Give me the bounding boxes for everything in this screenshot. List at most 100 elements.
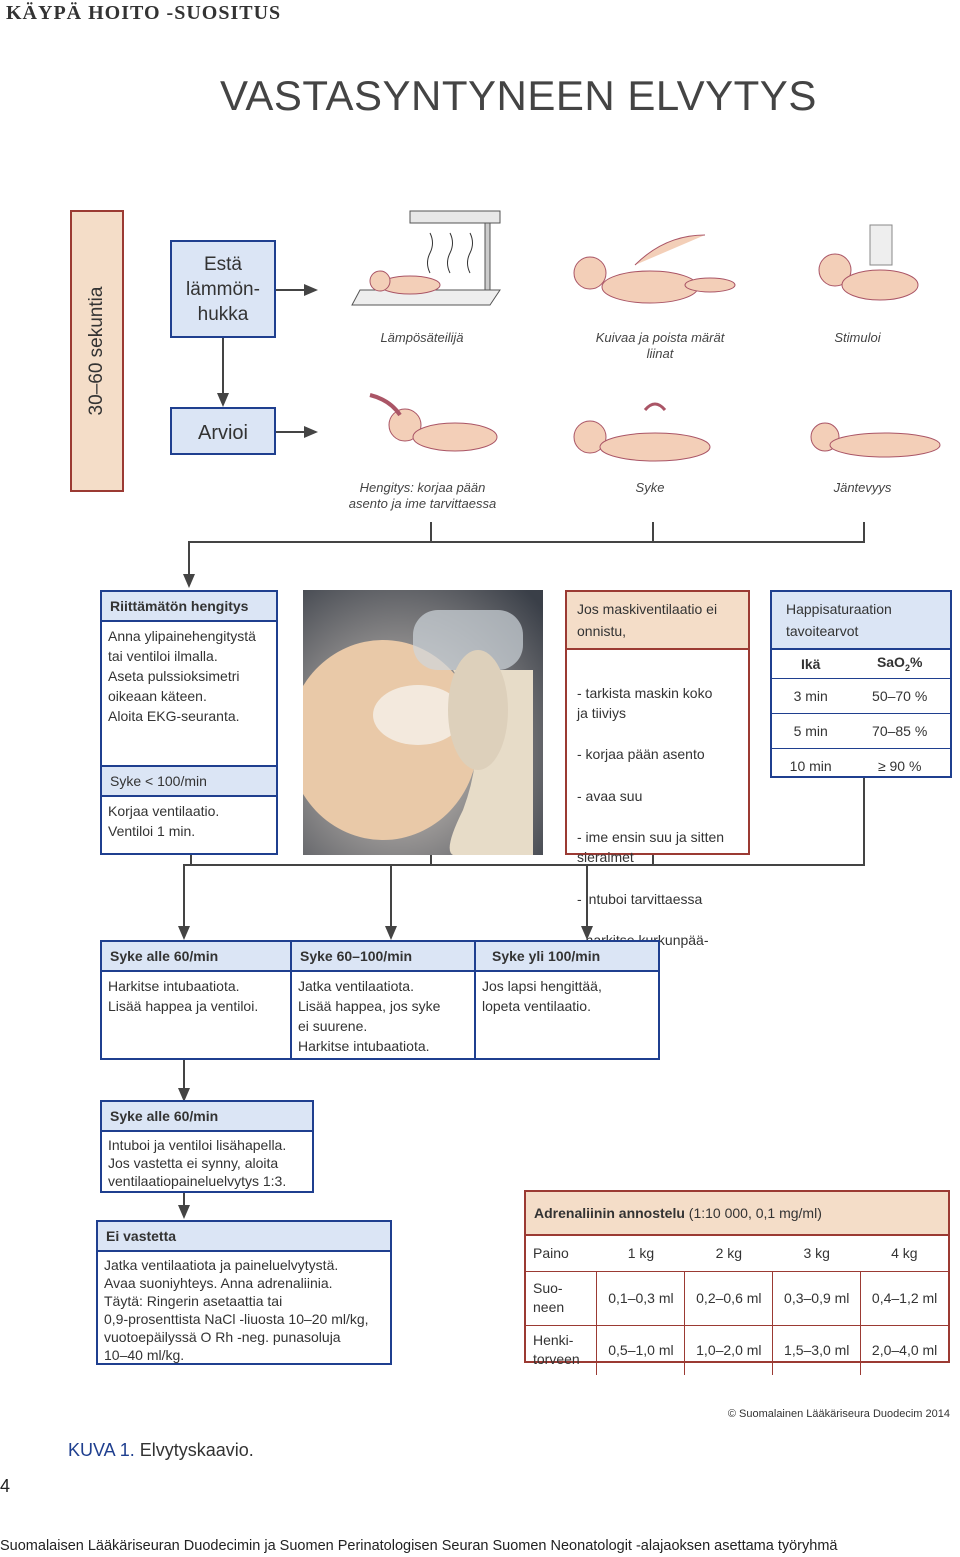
saturation-grid: Ikä SaO2% 3 min 50–70 % 5 min 70–85 % 10… [772, 650, 950, 783]
caption-warmer: Lämpösäteilijä [380, 330, 464, 345]
adrenaline-title: Adrenaliinin annostelu (1:10 000, 0,1 mg… [526, 1192, 948, 1234]
insufficient-breathing-text: Anna ylipainehengitystä tai ventiloi ilm… [108, 628, 256, 724]
time-bar: 30–60 sekuntia [70, 210, 124, 492]
hr-below-60-title: Syke alle 60/min [102, 942, 290, 972]
caption-heart-rate: Syke [635, 480, 665, 495]
stimulate-illustration [818, 224, 919, 301]
connector-line [390, 864, 392, 929]
prevent-heat-loss-box: Estä lämmön-hukka [170, 240, 276, 338]
hr-60-100-box: Syke 60–100/min Jatka ventilaatiota. Lis… [290, 940, 476, 1060]
hr-below-60-box: Syke alle 60/min Harkitse intubaatiota. … [100, 940, 292, 1060]
insufficient-breathing-box: Riittämätön hengitys Anna ylipainehengit… [100, 590, 278, 855]
column-header: Paino [533, 1245, 569, 1262]
column-header: 3 kg [803, 1245, 830, 1262]
caption-tone: Jäntevyys [833, 480, 892, 495]
hr-above-100-title: Syke yli 100/min [476, 942, 658, 972]
table-cell: 2,0–4,0 ml [860, 1325, 948, 1375]
caption-breathing: Hengitys: korjaa pään asento ja ime tarv… [348, 480, 497, 511]
column-header: 2 kg [715, 1245, 743, 1262]
no-response-text: Jatka ventilaatiota ja painelu­elvytystä… [104, 1257, 369, 1363]
table-cell: 1,5–3,0 ml [772, 1325, 861, 1375]
arrow-right-icon [304, 426, 318, 438]
table-cell: Henki- torveen [533, 1332, 580, 1368]
table-cell: 0,1–0,3 ml [596, 1271, 685, 1325]
bracket-line [652, 522, 654, 542]
arrow-down-icon [178, 926, 190, 940]
oxygen-saturation-table: Happisaturaation tavoitearvot Ikä SaO2% … [770, 590, 952, 778]
insufficient-breathing-title: Riittämätön hengitys [102, 592, 276, 622]
table-row: 3 min 50–70 % [772, 678, 950, 713]
hr-60-100-title: Syke 60–100/min [292, 942, 474, 972]
caption-stimulate: Stimuloi [834, 330, 881, 345]
table-cell: 3 min [793, 687, 828, 704]
brand-title: KÄYPÄ HOITO -SUOSITUS [6, 2, 282, 24]
bracket-line [190, 855, 192, 865]
connector-line [222, 338, 224, 394]
time-label: 30–60 sekuntia [86, 286, 107, 416]
drying-illustration [573, 234, 736, 304]
table-cell: 0,5–1,0 ml [596, 1325, 685, 1375]
bracket-line [430, 855, 432, 865]
connector-line [183, 864, 185, 929]
figure-caption-text: Elvytyskaavio. [139, 1440, 254, 1460]
column-header: 1 kg [627, 1245, 655, 1262]
hr-above-100-box: Syke yli 100/min Jos lapsi hengittää, lo… [474, 940, 660, 1060]
tone-illustration [810, 422, 941, 458]
table-cell: 0,4–1,2 ml [860, 1271, 948, 1325]
mask-ventilation-title: Jos maskiventilaatio ei onnistu, [567, 592, 748, 650]
connector-line [586, 864, 588, 929]
table-row: 5 min 70–85 % [772, 713, 950, 748]
no-response-title: Ei vastetta [98, 1222, 390, 1252]
oxygen-saturation-title: Happisaturaation tavoitearvot [772, 592, 950, 650]
adrenaline-title-bold: Adrenaliinin annostelu [534, 1205, 685, 1221]
column-header-sao2: SaO2% [876, 654, 923, 674]
connector-line [183, 1193, 185, 1207]
arrow-down-icon [178, 1088, 190, 1102]
table-cell: Suo- neen [533, 1280, 565, 1315]
bracket-line [430, 522, 432, 542]
table-cell: ≥ 90 % [877, 757, 922, 774]
connector-line [276, 289, 306, 291]
list-item: - ime ensin suu ja sitten sieraimet [577, 828, 725, 866]
hr-60-100-text: Jatka ventilaatiota. Lisää happea, jos s… [298, 978, 441, 1054]
connector-line [276, 431, 306, 433]
hr-under-60-intubate-title: Syke alle 60/min [102, 1102, 312, 1132]
figure-caption: KUVA 1. Elvytyskaavio. [68, 1440, 254, 1461]
mask-ventilation-photo [303, 590, 543, 855]
connector-line [183, 1060, 185, 1090]
hr-below-60-text: Harkitse intubaatiota. Lisää happea ja v… [108, 978, 259, 1014]
list-item: - korjaa pään asento [577, 746, 705, 763]
breathing-illustration [369, 393, 498, 452]
table-cell: 0,3–0,9 ml [772, 1271, 861, 1325]
arrow-down-icon [217, 393, 229, 407]
page-number: 4 [0, 1476, 11, 1496]
table-cell: 50–70 % [872, 687, 928, 704]
no-response-box: Ei vastetta Jatka ventilaatiota ja paine… [96, 1220, 392, 1365]
hr-under-60-intubate-text: Intuboi ja ventiloi lisähapella. Jos vas… [108, 1137, 287, 1189]
bracket-line [863, 522, 865, 542]
adrenaline-grid: Paino 1 kg 2 kg 3 kg 4 kg Suo- neen 0,1–… [526, 1234, 948, 1375]
adrenaline-title-rest: (1:10 000, 0,1 mg/ml) [684, 1205, 822, 1221]
mask-ventilation-box: Jos maskiventilaatio ei onnistu, - tarki… [565, 590, 750, 968]
page-title: VASTASYNTYNEEN ELVYTYS [220, 72, 817, 119]
footer-text: Suomalaisen Lääkäriseuran Duodecimin ja … [0, 1538, 838, 1554]
arrow-down-icon [385, 926, 397, 940]
table-cell: 5 min [793, 722, 828, 739]
heart-rate-under-100-text: Korjaa ventilaatio. Ventiloi 1 min. [108, 803, 220, 839]
heart-rate-under-100-title: Syke < 100/min [102, 765, 276, 797]
heart-rate-illustration [573, 402, 711, 462]
table-row: 10 min ≥ 90 % [772, 748, 950, 783]
adrenaline-dosage-table: Adrenaliinin annostelu (1:10 000, 0,1 mg… [524, 1190, 950, 1375]
bracket-line [863, 778, 865, 865]
bracket-line [652, 855, 654, 865]
hr-under-60-intubate-box: Syke alle 60/min Intuboi ja ventiloi lis… [100, 1100, 314, 1193]
radiant-warmer-illustration [351, 210, 501, 306]
assess-box: Arvioi [170, 407, 276, 455]
table-cell: 70–85 % [872, 722, 928, 739]
bracket-line [188, 541, 865, 543]
table-cell: 1,0–2,0 ml [684, 1325, 773, 1375]
copyright: © Suomalainen Lääkäriseura Duodecim 2014 [727, 1408, 950, 1420]
table-header-row: Paino 1 kg 2 kg 3 kg 4 kg [526, 1235, 948, 1271]
connector-line [188, 541, 190, 575]
column-header: 4 kg [891, 1245, 918, 1262]
